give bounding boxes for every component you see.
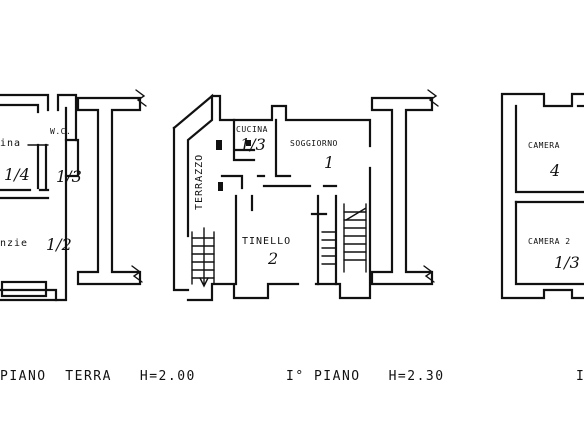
ground-room-fraction: 1/4 bbox=[4, 165, 30, 184]
ground-floor-wall bbox=[0, 93, 78, 142]
ground-floor-caption: PIANO TERRA H=2.00 bbox=[0, 369, 196, 384]
second-floor-wall bbox=[514, 104, 584, 194]
first-floor-wall bbox=[220, 174, 266, 190]
bedroom-top-label: CAMERA bbox=[528, 141, 560, 150]
terrace-label: TERRAZZO bbox=[194, 154, 205, 210]
first-floor-wall-block bbox=[370, 89, 439, 286]
kitchen-label: CUCINA bbox=[236, 125, 268, 134]
stair-tread bbox=[343, 211, 367, 261]
ground-room-bottom-fraction: 1/2 bbox=[46, 235, 72, 254]
dining-label: TINELLO bbox=[242, 236, 291, 247]
ground-floor-wall bbox=[0, 103, 40, 114]
bedroom-bottom-fraction: 1/3 bbox=[554, 253, 580, 272]
second-floor-wall bbox=[514, 200, 584, 286]
second-floor-wall bbox=[500, 92, 584, 300]
ground-room-label: ina bbox=[0, 138, 21, 149]
stair-stringer bbox=[343, 203, 367, 273]
internal-staircase bbox=[321, 203, 367, 273]
break-mark bbox=[423, 265, 435, 283]
wc-label: W.C. bbox=[50, 127, 71, 136]
living-number: 1 bbox=[324, 153, 334, 172]
terrace-wall bbox=[172, 126, 190, 292]
first-floor-wall bbox=[186, 282, 300, 302]
bedroom-top-number: 4 bbox=[549, 161, 560, 180]
pillar bbox=[246, 140, 251, 146]
first-floor-plan bbox=[172, 93, 372, 302]
first-floor-wall bbox=[232, 118, 256, 162]
second-floor-plan bbox=[500, 92, 584, 300]
terrace-staircase bbox=[191, 227, 215, 288]
terrace-wall bbox=[172, 93, 214, 238]
ground-floor-wall bbox=[0, 280, 48, 298]
break-mark bbox=[135, 89, 147, 107]
ground-floor-wall bbox=[0, 106, 68, 302]
stair-tread bbox=[191, 237, 215, 279]
break-mark bbox=[131, 265, 143, 283]
ground-floor-wall bbox=[76, 96, 142, 286]
ground-room-label-bottom: nzie bbox=[0, 238, 28, 249]
dining-number: 2 bbox=[267, 249, 278, 268]
first-floor-caption: I° PIANO H=2.30 bbox=[286, 369, 445, 384]
kitchen-fraction: 1/3 bbox=[240, 135, 266, 154]
pillar bbox=[216, 140, 222, 150]
ground-floor-wall-block bbox=[76, 89, 147, 286]
stair-stringer bbox=[191, 231, 215, 285]
ground-floor-wall bbox=[64, 138, 80, 178]
first-floor-wall bbox=[370, 96, 434, 286]
second-floor-caption: I bbox=[576, 369, 584, 384]
break-mark bbox=[427, 89, 439, 107]
stair-tread bbox=[321, 231, 337, 265]
ground-floor-wall bbox=[0, 288, 58, 302]
first-floor-wall bbox=[314, 166, 372, 300]
ground-floor-plan bbox=[0, 93, 80, 302]
first-floor-wall bbox=[274, 118, 292, 178]
first-floor-wall bbox=[210, 94, 372, 148]
living-label: SOGGIORNO bbox=[290, 139, 338, 148]
stair-arrow bbox=[199, 227, 209, 288]
wc-fraction: 1/3 bbox=[56, 167, 82, 186]
pillar bbox=[218, 182, 223, 191]
bedroom-bottom-label: CAMERA 2 bbox=[528, 237, 571, 246]
